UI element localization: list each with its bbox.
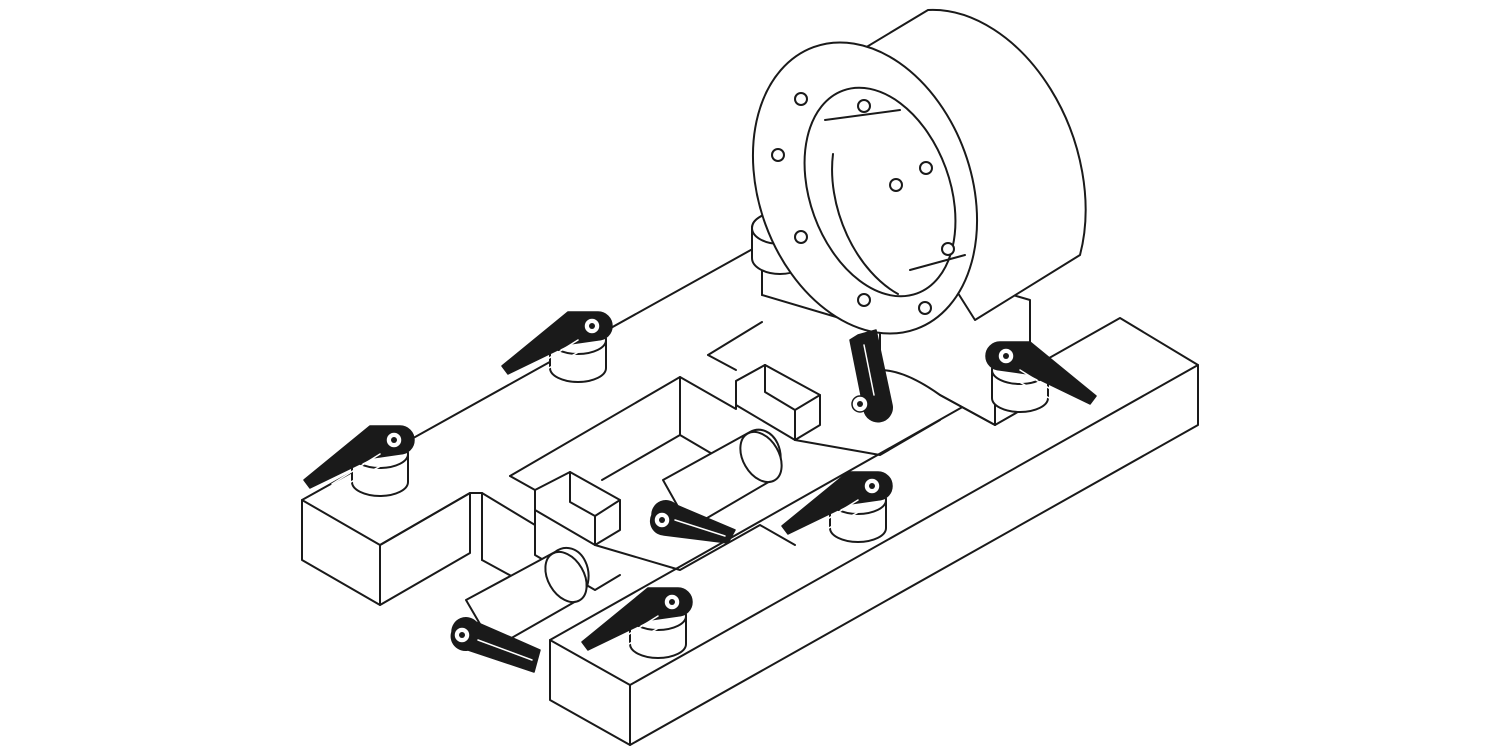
cylinder-lever-front — [450, 617, 541, 673]
pocket-top-rim — [509, 376, 681, 481]
front-notch-edge — [594, 524, 796, 571]
base-left-front-face — [301, 499, 381, 606]
bore-inner-line — [824, 109, 901, 121]
bolt-hole — [771, 148, 785, 162]
housing-bore-depth — [831, 153, 899, 295]
housing-lever — [849, 329, 893, 423]
pocket-back-rim-end — [707, 354, 737, 371]
base-right-front-face — [549, 639, 631, 746]
bolt-hole — [889, 178, 903, 192]
bolt-hole — [941, 242, 955, 256]
base-notch-edge-left — [379, 492, 536, 546]
cylinder-locator-front — [465, 546, 590, 649]
bolt-hole — [918, 301, 932, 315]
bolt-hole — [794, 230, 808, 244]
clamp-lever-mid — [781, 471, 893, 543]
bolt-hole — [794, 92, 808, 106]
bolt-hole — [857, 99, 871, 113]
cylinder-end-face — [739, 430, 783, 484]
clamp-lever-right — [985, 341, 1097, 413]
base-plate — [301, 245, 1199, 746]
bolt-hole — [919, 161, 933, 175]
bolt-hole — [857, 293, 871, 307]
cylinder-lever-center — [649, 500, 736, 544]
center-tongue-edge — [569, 471, 621, 517]
bore-inner-line-2 — [909, 254, 966, 271]
base-left-side-face — [379, 492, 471, 606]
cylinder-end-face — [544, 550, 588, 604]
pocket-back-rim — [707, 321, 763, 356]
base-right-top-edge — [549, 317, 1199, 641]
cylinder-locator-center — [662, 428, 783, 529]
clamp-lever-back-1 — [501, 311, 613, 383]
pedestal-foot-edge — [939, 394, 996, 426]
base-right-side-face — [629, 364, 1199, 746]
clamp-lever-front — [581, 587, 693, 659]
bearing-housing — [751, 8, 1087, 335]
notch-post-foot — [481, 559, 516, 579]
clamp-lever-back-2 — [303, 425, 415, 497]
housing-bore — [803, 86, 957, 298]
upper-tongue-edge — [764, 364, 821, 411]
